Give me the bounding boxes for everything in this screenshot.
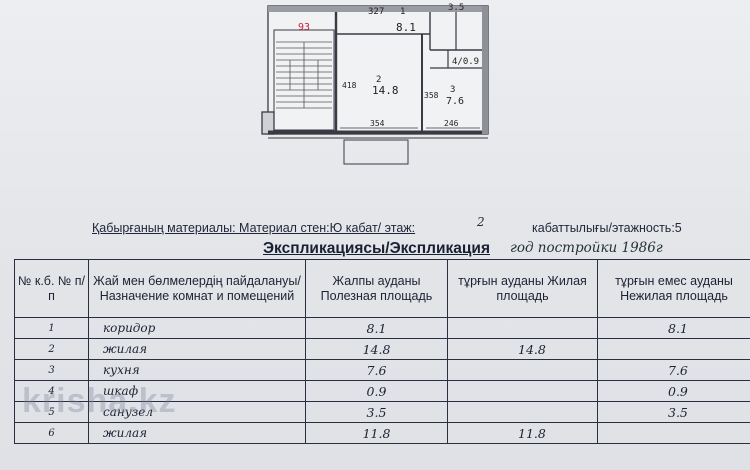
wall-material-label: Қабырғаның материалы: Материал стен: — [92, 221, 330, 235]
header-nonliving-area: тұрғын емес ауданы Нежилая площадь — [597, 259, 750, 318]
row-number: 6 — [14, 422, 89, 444]
room-2-number: 2 — [376, 75, 381, 85]
table-row: 5 санузел 3.5 3.5 — [14, 401, 750, 423]
dimension-top: 327 — [368, 7, 384, 17]
useful-area: 14.8 — [305, 338, 448, 360]
room-2-dimension: 418 — [342, 81, 357, 90]
living-area: 11.8 — [447, 422, 598, 444]
room-name: жилая — [88, 338, 306, 360]
dimension-bottom-1: 354 — [370, 119, 385, 128]
row-number: 3 — [14, 359, 89, 381]
room-name: санузел — [88, 401, 306, 423]
room-4-label: 4/0.9 — [452, 57, 479, 67]
living-area — [447, 317, 598, 339]
watermark-logo: krisha.kz — [22, 382, 177, 420]
living-area — [447, 359, 598, 381]
room-3-number: 3 — [450, 85, 455, 95]
table-row: 2 жилая 14.8 14.8 — [14, 338, 750, 360]
useful-area: 11.8 — [305, 422, 448, 444]
explication-title: Экспликациясы/Экспликация — [263, 240, 490, 257]
floor-label: Ю кабат/ этаж: — [329, 221, 416, 235]
living-area: 14.8 — [447, 338, 598, 360]
room-3-dimension: 358 — [424, 91, 439, 100]
nonliving-area: 8.1 — [597, 317, 750, 339]
header-purpose: Жай мен бөлмелердің пайдалануы/ Назначен… — [88, 259, 306, 318]
room-name: жилая — [88, 422, 306, 444]
table-row: 6 жилая 11.8 11.8 — [14, 422, 750, 444]
useful-area: 0.9 — [305, 380, 448, 402]
room-name: коридор — [88, 317, 306, 339]
header-number: № к.б. № п/п — [14, 259, 89, 318]
useful-area: 8.1 — [305, 317, 448, 339]
room-1-number: 1 — [400, 7, 405, 17]
dimension-top-right: 3.5 — [448, 3, 464, 13]
explication-table: № к.б. № п/п Жай мен бөлмелердің пайдала… — [14, 259, 750, 444]
room-1-area: 8.1 — [396, 21, 416, 34]
nonliving-area: 0.9 — [597, 380, 750, 402]
useful-area: 7.6 — [305, 359, 448, 381]
construction-year-note: год постройки 1986г — [510, 240, 663, 256]
nonliving-area — [597, 422, 750, 444]
room-label-9: 93 — [298, 22, 310, 33]
room-name: кухня — [88, 359, 306, 381]
room-3-area: 7.6 — [446, 96, 464, 107]
table-row: 1 коридор 8.1 8.1 — [14, 317, 750, 339]
floor-plan-drawing: 93 327 1 8.1 3.5 4/0.9 2 14.8 418 3 7.6 … — [261, 3, 489, 165]
living-area — [447, 380, 598, 402]
useful-area: 3.5 — [305, 401, 448, 423]
table-row: 3 кухня 7.6 7.6 — [14, 359, 750, 381]
room-2-area: 14.8 — [372, 84, 399, 97]
header-useful-area: Жалпы ауданы Полезная площадь — [305, 259, 448, 318]
floors-count-label: кабаттылығы/этажность:5 — [532, 221, 682, 235]
floor-value: 2 — [477, 215, 485, 229]
row-number: 2 — [14, 338, 89, 360]
living-area — [447, 401, 598, 423]
header-living-area: тұрғын ауданы Жилая площадь — [447, 259, 598, 318]
nonliving-area: 3.5 — [597, 401, 750, 423]
nonliving-area: 7.6 — [597, 359, 750, 381]
dimension-bottom-2: 246 — [444, 119, 459, 128]
nonliving-area — [597, 338, 750, 360]
wall-material-line: Қабырғаның материалы: Материал стен:Ю ка… — [92, 215, 682, 235]
row-number: 1 — [14, 317, 89, 339]
